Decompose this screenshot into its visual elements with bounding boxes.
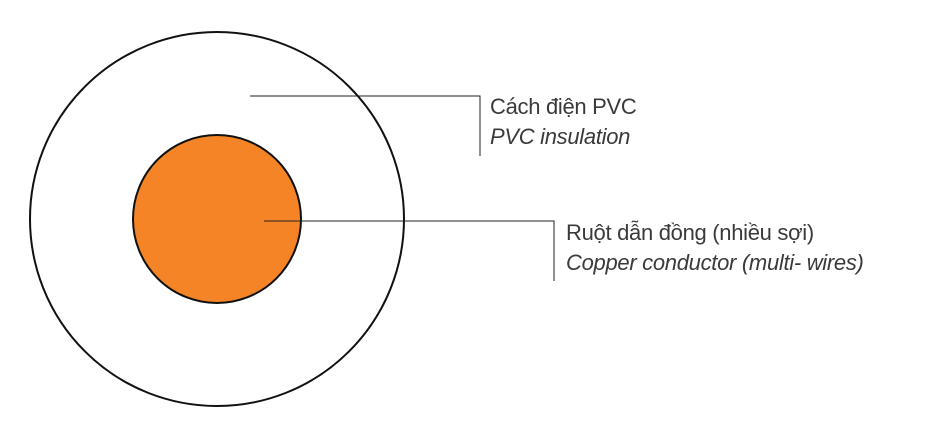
copper-conductor [132, 134, 302, 304]
insulation-label-vi: Cách điện PVC [490, 94, 637, 119]
insulation-leader-line [250, 95, 481, 156]
conductor-label: Ruột dẫn đồng (nhiều sợi) Copper conduct… [566, 218, 864, 278]
conductor-label-vi: Ruột dẫn đồng (nhiều sợi) [566, 220, 814, 245]
insulation-label-en: PVC insulation [490, 124, 631, 149]
conductor-leader-line [264, 220, 555, 281]
conductor-label-en: Copper conductor (multi- wires) [566, 250, 864, 275]
insulation-label: Cách điện PVC PVC insulation [490, 92, 637, 152]
